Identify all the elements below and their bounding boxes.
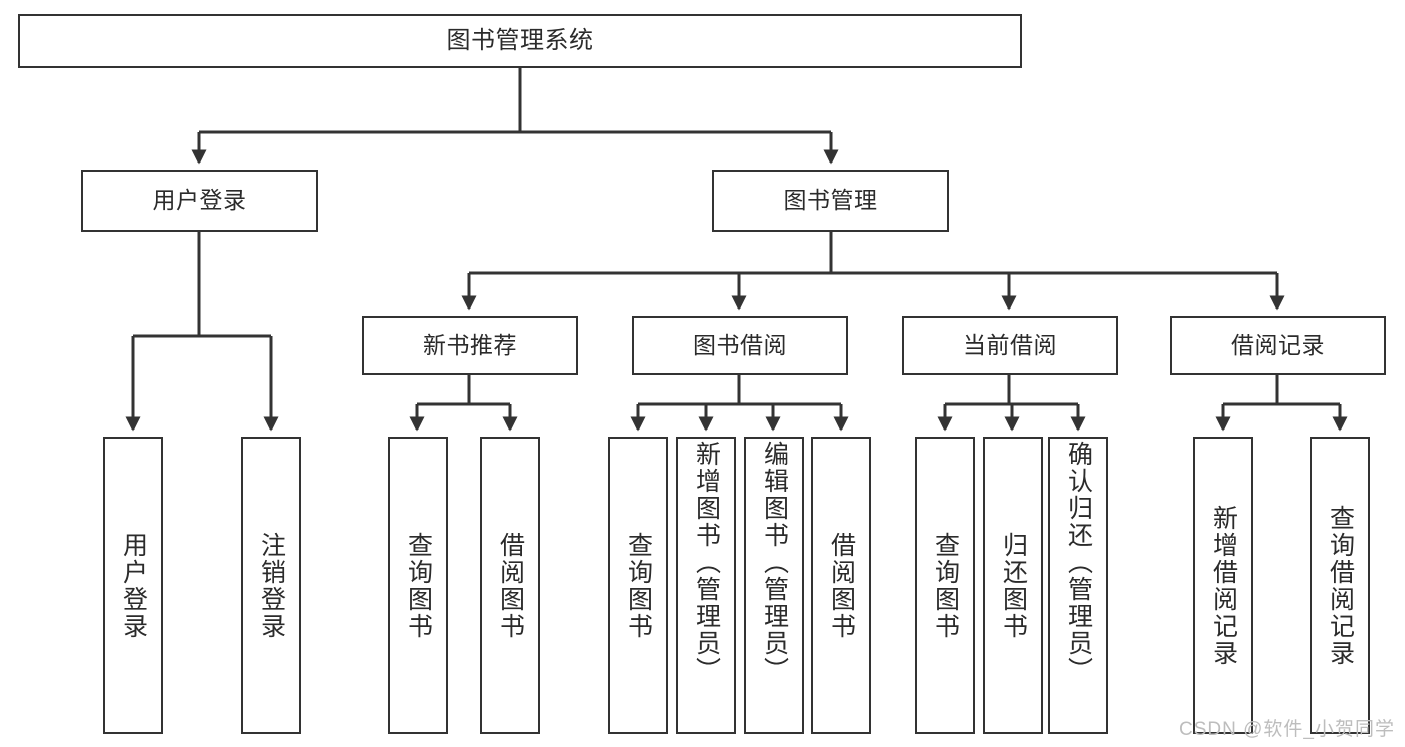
leaf-new-book-query[interactable]: 查询图书 (388, 437, 448, 734)
leaf-text-wrap: 借阅图书 (482, 439, 538, 732)
leaf-text-wrap: 查询图书 (610, 439, 666, 732)
leaf-text-wrap: 查询图书 (917, 439, 973, 732)
leaf-label: 归还图书 (999, 531, 1028, 640)
node-book-management[interactable]: 图书管理 (712, 170, 949, 232)
leaf-current-confirm-return[interactable]: 确认归还（管理员） (1048, 437, 1108, 734)
leaf-text-wrap: 编辑图书（管理员） (746, 439, 802, 734)
leaf-text-wrap: 归还图书 (985, 439, 1041, 732)
leaf-label: 编辑图书（管理员） (760, 441, 789, 684)
leaf-text-wrap: 新增借阅记录 (1195, 439, 1251, 732)
leaf-label: 查询借阅记录 (1326, 504, 1355, 667)
leaf-label: 确认归还（管理员） (1064, 441, 1093, 684)
node-user-login[interactable]: 用户登录 (81, 170, 318, 232)
leaf-current-query-book[interactable]: 查询图书 (915, 437, 975, 734)
leaf-record-add[interactable]: 新增借阅记录 (1193, 437, 1253, 734)
leaf-text-wrap: 查询图书 (390, 439, 446, 732)
leaf-text-wrap: 确认归还（管理员） (1050, 439, 1106, 734)
leaf-new-book-borrow[interactable]: 借阅图书 (480, 437, 540, 734)
leaf-label: 查询图书 (404, 531, 433, 640)
leaf-current-return-book[interactable]: 归还图书 (983, 437, 1043, 734)
leaf-label: 用户登录 (119, 531, 148, 640)
leaf-text-wrap: 查询借阅记录 (1312, 439, 1368, 732)
leaf-label: 新增借阅记录 (1209, 504, 1238, 667)
leaf-borrow-borrow-book[interactable]: 借阅图书 (811, 437, 871, 734)
leaf-text-wrap: 新增图书（管理员） (678, 439, 734, 734)
leaf-user-login-signout[interactable]: 注销登录 (241, 437, 301, 734)
leaf-label: 查询图书 (624, 531, 653, 640)
leaf-label: 借阅图书 (827, 531, 856, 640)
leaf-label: 借阅图书 (496, 531, 525, 640)
node-current-borrow[interactable]: 当前借阅 (902, 316, 1118, 375)
leaf-label: 注销登录 (257, 531, 286, 640)
leaf-text-wrap: 借阅图书 (813, 439, 869, 732)
leaf-label: 新增图书（管理员） (692, 441, 721, 684)
node-borrow-record[interactable]: 借阅记录 (1170, 316, 1386, 375)
leaf-record-query[interactable]: 查询借阅记录 (1310, 437, 1370, 734)
node-root[interactable]: 图书管理系统 (18, 14, 1022, 68)
leaf-borrow-edit-book[interactable]: 编辑图书（管理员） (744, 437, 804, 734)
leaf-text-wrap: 用户登录 (105, 439, 161, 732)
leaf-borrow-add-book[interactable]: 新增图书（管理员） (676, 437, 736, 734)
leaf-text-wrap: 注销登录 (243, 439, 299, 732)
leaf-borrow-query-book[interactable]: 查询图书 (608, 437, 668, 734)
node-book-borrow[interactable]: 图书借阅 (632, 316, 848, 375)
leaf-user-login-signin[interactable]: 用户登录 (103, 437, 163, 734)
node-new-book-recommend[interactable]: 新书推荐 (362, 316, 578, 375)
leaf-label: 查询图书 (931, 531, 960, 640)
